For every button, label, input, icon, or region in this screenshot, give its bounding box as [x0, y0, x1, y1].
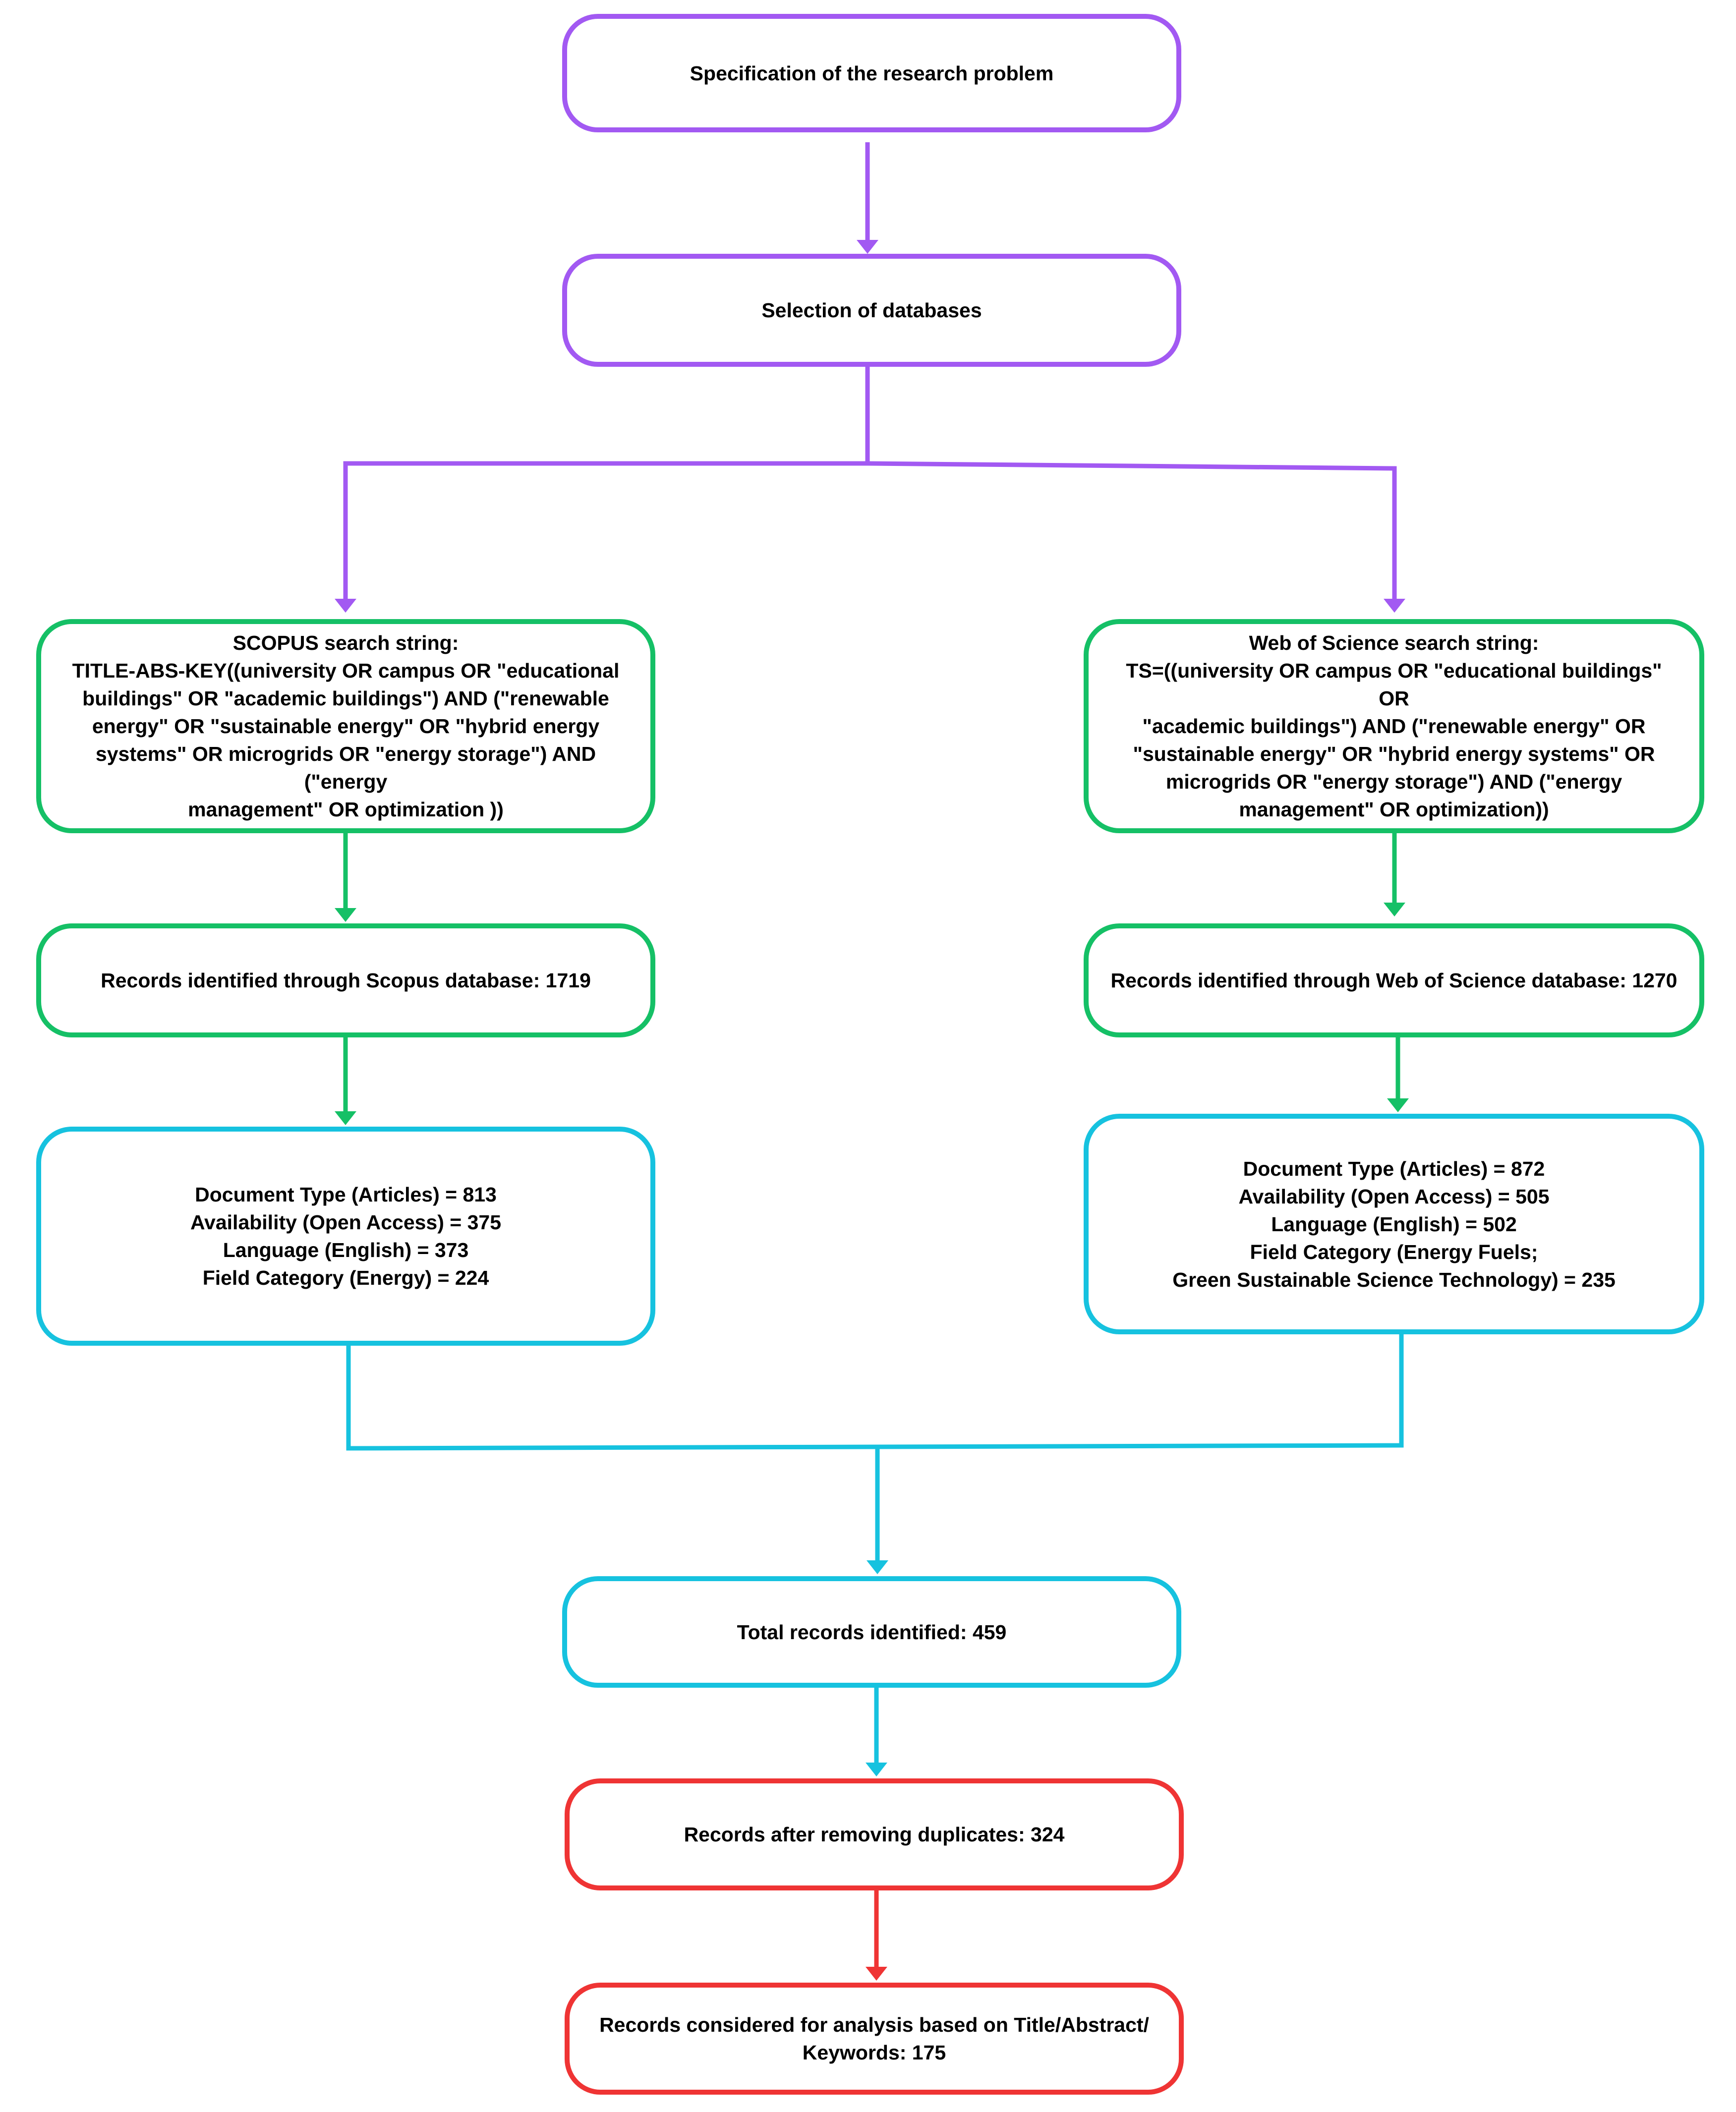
deduplicated-records-text: Records after removing duplicates: 324 [684, 1823, 1065, 1846]
total-records-text: Total records identified: 459 [737, 1620, 1007, 1644]
database-selection-text: Selection of databases [761, 299, 982, 322]
final-records-text: Records considered for analysis based on… [599, 2013, 1149, 2064]
arrow-filters-merge [346, 1334, 1404, 1451]
wos-records-text: Records identified through Web of Scienc… [1110, 969, 1678, 992]
arrow-databases-to-wos [867, 461, 1397, 601]
scopus-search-text: SCOPUS search string: TITLE-ABS-KEY((uni… [72, 631, 620, 821]
arrowhead-final [866, 1967, 887, 1981]
scopus-search-box: SCOPUS search string: TITLE-ABS-KEY((uni… [36, 619, 655, 833]
final-records-box: Records considered for analysis based on… [565, 1983, 1184, 2095]
arrowhead-wos-search [1384, 599, 1405, 613]
arrow-databases-split [343, 367, 870, 601]
arrowhead-scopus-search [335, 599, 356, 613]
wos-filters-box: Document Type (Articles) = 872 Availabil… [1084, 1114, 1704, 1334]
scopus-records-text: Records identified through Scopus databa… [101, 969, 591, 992]
wos-search-text: Web of Science search string: TS=((unive… [1126, 631, 1662, 821]
arrowhead-scopus-filters [335, 1111, 356, 1125]
total-records-box: Total records identified: 459 [562, 1576, 1181, 1688]
arrowhead-duplicates [866, 1763, 887, 1776]
wos-records-box: Records identified through Web of Scienc… [1084, 923, 1704, 1037]
database-selection-box: Selection of databases [562, 254, 1181, 367]
scopus-records-box: Records identified through Scopus databa… [36, 923, 655, 1037]
deduplicated-records-box: Records after removing duplicates: 324 [565, 1778, 1184, 1890]
arrowhead-wos-filters [1387, 1098, 1409, 1112]
arrowhead-wos-records [1384, 903, 1405, 916]
arrowhead-total [867, 1560, 888, 1574]
scopus-filters-text: Document Type (Articles) = 813 Availabil… [190, 1183, 502, 1289]
wos-filters-text: Document Type (Articles) = 872 Availabil… [1172, 1157, 1616, 1291]
research-problem-text: Specification of the research problem [690, 61, 1054, 85]
research-problem-box: Specification of the research problem [562, 14, 1181, 132]
arrowhead-scopus-records [335, 908, 356, 922]
arrowhead-databases [857, 240, 878, 254]
wos-search-box: Web of Science search string: TS=((unive… [1084, 619, 1704, 833]
scopus-filters-box: Document Type (Articles) = 813 Availabil… [36, 1127, 655, 1346]
